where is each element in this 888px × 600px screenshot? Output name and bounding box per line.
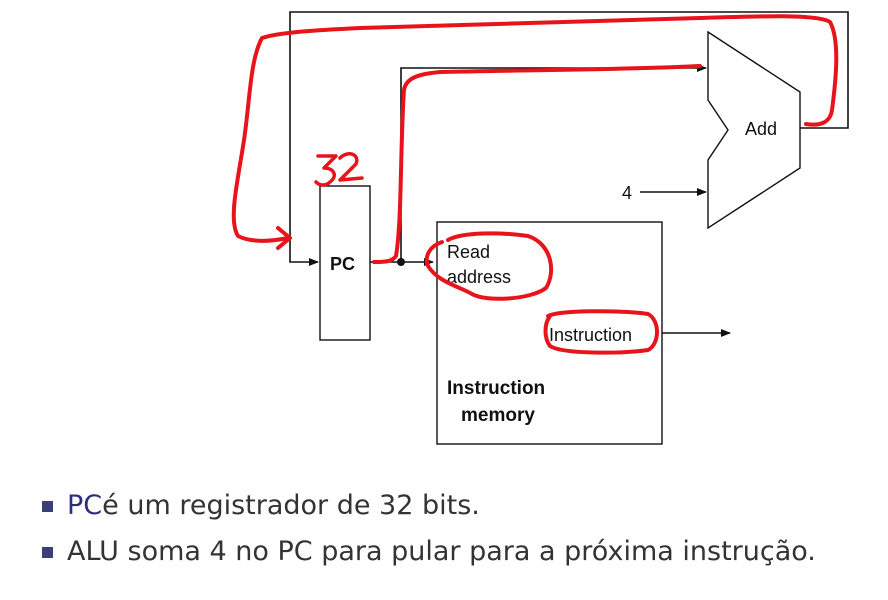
bullet-highlight: PC <box>67 490 103 521</box>
annotation-read-address-circle <box>424 231 554 301</box>
instruction-output-label: Instruction <box>549 325 632 345</box>
annotation-feedback-loop <box>231 14 839 243</box>
read-address-label-line1: Read <box>447 242 490 262</box>
instruction-memory-title-line2: memory <box>461 405 535 426</box>
datapath-diagram: PC Read address Instruction Instruction … <box>231 11 849 445</box>
constant-four-label: 4 <box>622 183 632 203</box>
annotation-arrowhead <box>276 226 292 250</box>
feedback-wire <box>289 11 849 266</box>
bullet-item-alu: ALU soma 4 no PC para pular para a próxi… <box>42 536 816 568</box>
pc-label: PC <box>330 254 355 274</box>
bullet-list: PC é um registrador de 32 bits. ALU soma… <box>42 490 816 582</box>
annotation-pc-to-add <box>372 64 702 264</box>
bullet-item-pc: PC é um registrador de 32 bits. <box>42 490 816 522</box>
instruction-memory-block <box>436 221 663 445</box>
add-label: Add <box>745 119 777 139</box>
bullet-text: é um registrador de 32 bits. <box>102 490 480 521</box>
bullet-text: ALU soma 4 no PC para pular para a próxi… <box>67 536 816 567</box>
add-alu-shape <box>707 30 801 230</box>
wire-junction-dot <box>397 258 405 266</box>
annotation-instruction-circle <box>543 309 659 355</box>
annotation-32 <box>314 152 364 187</box>
handwritten-annotations <box>231 14 839 355</box>
read-address-label-line2: address <box>447 267 511 287</box>
instruction-memory-title-line1: Instruction <box>447 378 545 399</box>
bullet-square-icon <box>42 500 53 512</box>
bullet-square-icon <box>42 546 53 558</box>
pc-register <box>319 185 371 341</box>
